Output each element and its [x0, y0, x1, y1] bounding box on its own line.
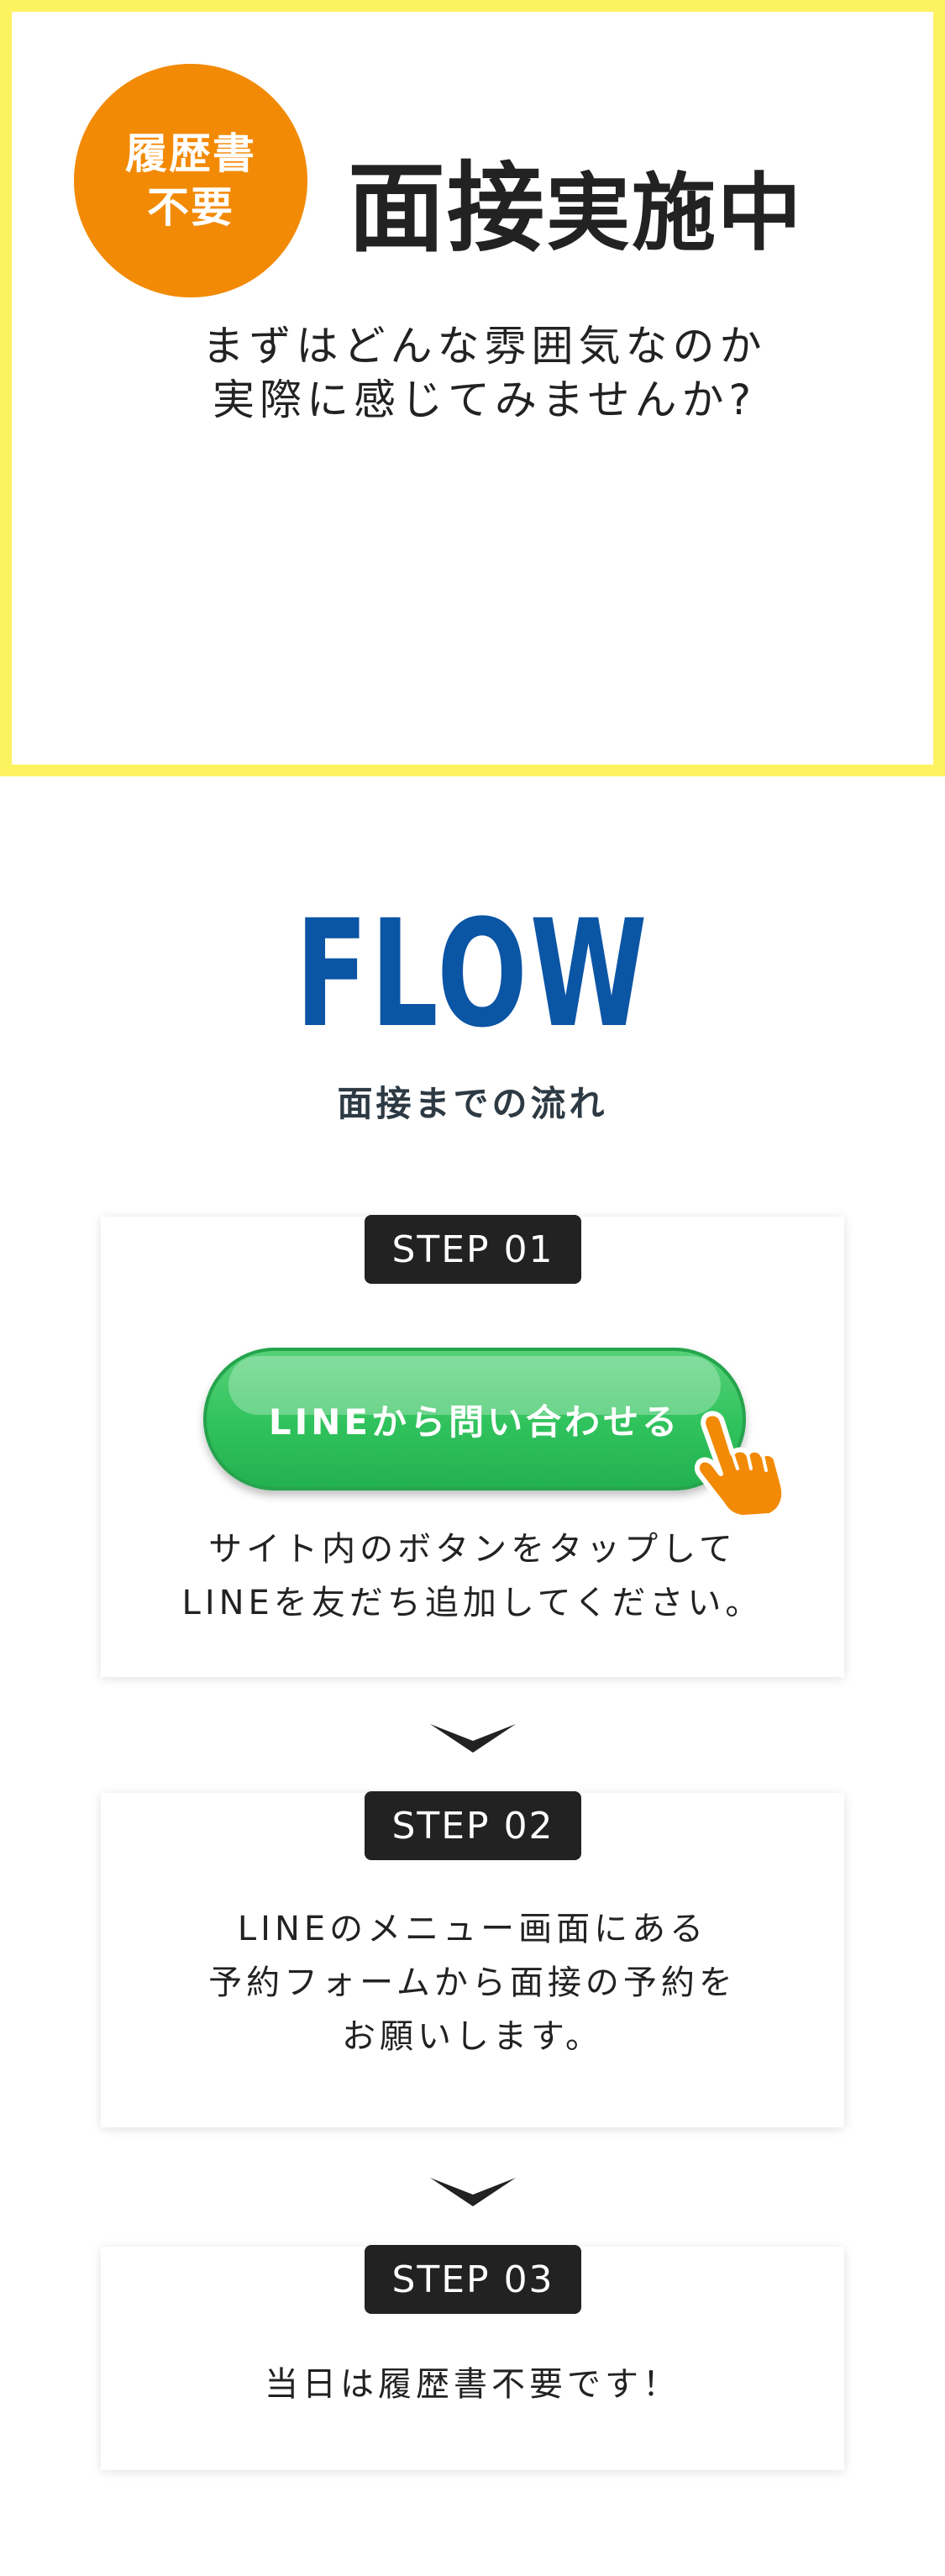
- step-card-1: STEP 01 LINEから問い合わせる サイト内のボタンをタップして LINE…: [101, 1215, 844, 1677]
- step2-text-line2: 予約フォームから面接の予約を: [208, 1964, 737, 2002]
- no-resume-badge: 履歴書 不要: [74, 64, 307, 297]
- step-label-1: STEP 01: [365, 1215, 581, 1284]
- step1-text-line1: サイト内のボタンをタップして: [208, 1530, 737, 1569]
- hero-subtitle-line2: 実際に感じてみませんか?: [212, 376, 757, 424]
- badge-line2: 不要: [147, 183, 234, 232]
- step-card-3: STEP 03 当日は履歴書不要です！: [101, 2245, 844, 2470]
- line-contact-button-label: LINEから問い合わせる: [268, 1401, 681, 1443]
- button-gloss: [228, 1356, 721, 1415]
- hero-subtitle-line1: まずはどんな雰囲気なのか: [202, 322, 767, 371]
- step2-text-line3: お願いします。: [342, 2017, 603, 2056]
- flow-heading: FLOW: [295, 888, 650, 1060]
- hero-title-part2: 実施中: [546, 164, 803, 262]
- badge-line1: 履歴書: [125, 129, 256, 178]
- step2-text-line1: LINEのメニュー画面にある: [237, 1910, 708, 1948]
- hero-title-part1: 面接: [348, 152, 546, 265]
- chevron-down-icon: [430, 1724, 516, 1753]
- step-card-2: STEP 02 LINEのメニュー画面にある 予約フォームから面接の予約を お願…: [101, 1791, 844, 2127]
- chevron-down-icon: [430, 2178, 516, 2206]
- step-label-3: STEP 03: [365, 2245, 581, 2314]
- step-text-1: サイト内のボタンをタップして LINEを友だち追加してください。: [101, 1522, 844, 1630]
- step3-text-line1: 当日は履歴書不要です！: [265, 2365, 680, 2404]
- hero-subtitle: まずはどんな雰囲気なのか 実際に感じてみませんか?: [12, 319, 945, 427]
- hero-section: 履歴書 不要 面接実施中 まずはどんな雰囲気なのか 実際に感じてみませんか?: [0, 0, 945, 776]
- hero-title: 面接実施中: [348, 129, 869, 265]
- step-text-3: 当日は履歴書不要です！: [101, 2358, 844, 2411]
- step-text-2: LINEのメニュー画面にある 予約フォームから面接の予約を お願いします。: [101, 1902, 844, 2063]
- pointing-hand-icon: [694, 1411, 787, 1519]
- line-contact-button[interactable]: LINEから問い合わせる: [203, 1348, 746, 1490]
- step-label-2: STEP 02: [365, 1791, 581, 1860]
- flow-subheading: 面接までの流れ: [337, 1083, 608, 1124]
- step1-text-line2: LINEを友だち追加してください。: [181, 1584, 764, 1622]
